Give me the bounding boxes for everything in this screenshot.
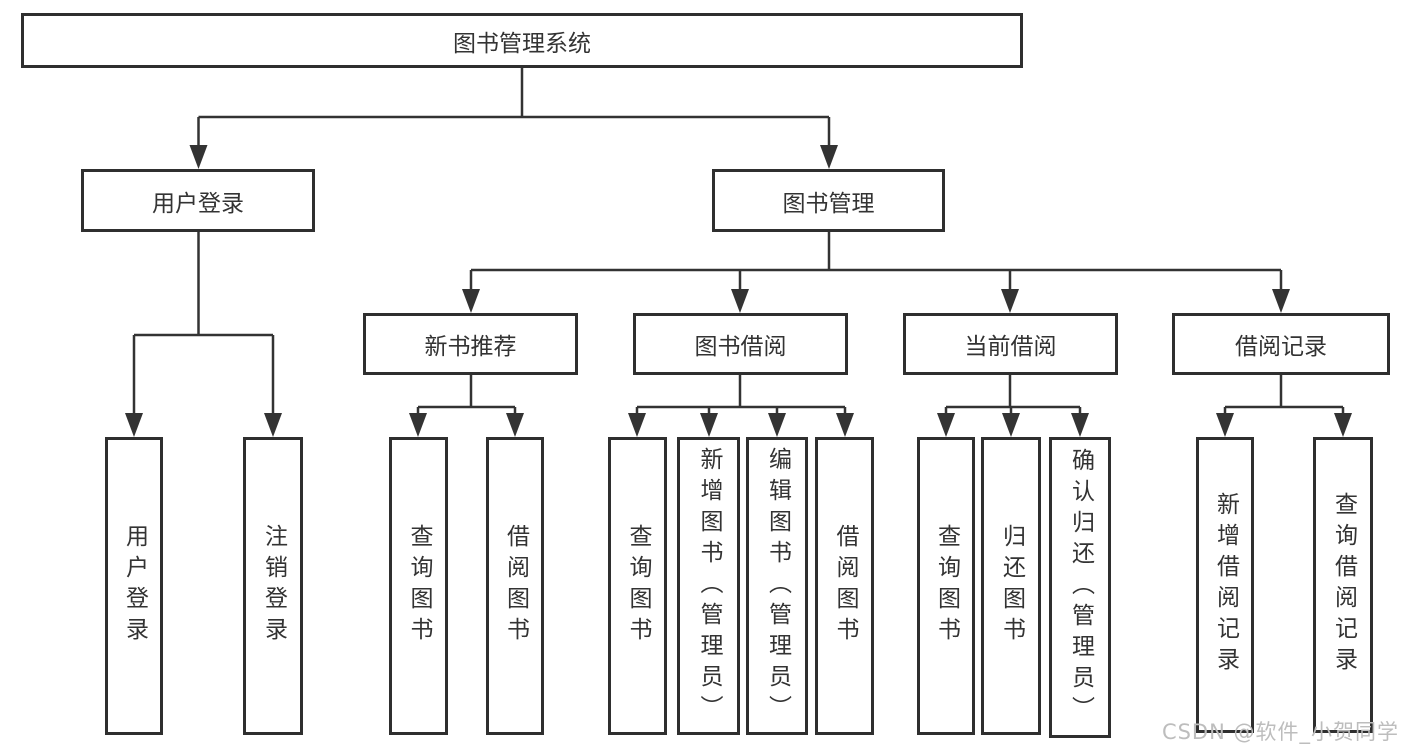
leaf-query-books-borrowing: 查询图书	[608, 437, 667, 735]
node-label: 图书管理	[782, 190, 875, 217]
leaf-label: 借阅图书	[502, 524, 529, 648]
leaf-label: 新增图书（管理员）	[696, 446, 722, 726]
leaf-label: 注销登录	[260, 524, 287, 648]
leaf-return-books: 归还图书	[981, 437, 1041, 735]
node-label: 图书借阅	[694, 334, 787, 360]
leaf-logout-login: 注销登录	[243, 437, 303, 735]
node-label: 新书推荐	[424, 334, 517, 360]
node-user-login: 用户登录	[81, 169, 315, 232]
leaf-query-books-current: 查询图书	[917, 437, 975, 735]
leaf-query-borrow-record: 查询借阅记录	[1313, 437, 1373, 733]
node-current-borrowing: 当前借阅	[903, 313, 1118, 375]
node-library-management-system: 图书管理系统	[21, 13, 1023, 68]
node-label: 用户登录	[152, 190, 244, 217]
leaf-borrow-books-recommend: 借阅图书	[486, 437, 544, 735]
node-borrowing-records: 借阅记录	[1172, 313, 1390, 375]
leaf-label: 借阅图书	[832, 524, 858, 648]
leaf-label: 新增借阅记录	[1212, 492, 1239, 678]
leaf-label: 查询图书	[625, 524, 651, 648]
leaf-label: 确认归还（管理员）	[1067, 448, 1094, 727]
node-book-management: 图书管理	[712, 169, 945, 232]
node-label: 图书管理系统	[453, 30, 591, 57]
leaf-label: 查询图书	[406, 524, 432, 648]
node-book-borrowing: 图书借阅	[633, 313, 848, 375]
leaf-label: 查询借阅记录	[1330, 492, 1357, 678]
leaf-label: 用户登录	[121, 524, 148, 648]
leaf-query-books-recommend: 查询图书	[389, 437, 448, 735]
node-label: 当前借阅	[964, 334, 1057, 360]
leaf-add-borrow-record: 新增借阅记录	[1196, 437, 1254, 733]
node-new-book-recommend: 新书推荐	[363, 313, 578, 375]
leaf-confirm-return-admin: 确认归还（管理员）	[1049, 437, 1111, 738]
leaf-edit-books-admin: 编辑图书（管理员）	[746, 437, 808, 735]
node-label: 借阅记录	[1235, 334, 1327, 360]
csdn-watermark: CSDN @软件_小贺同学	[1161, 720, 1399, 744]
leaf-borrow-books: 借阅图书	[815, 437, 874, 735]
leaf-add-books-admin: 新增图书（管理员）	[677, 437, 740, 735]
leaf-label: 编辑图书（管理员）	[764, 446, 791, 726]
leaf-user-login: 用户登录	[105, 437, 163, 735]
leaf-label: 归还图书	[998, 524, 1025, 648]
leaf-label: 查询图书	[933, 524, 960, 648]
